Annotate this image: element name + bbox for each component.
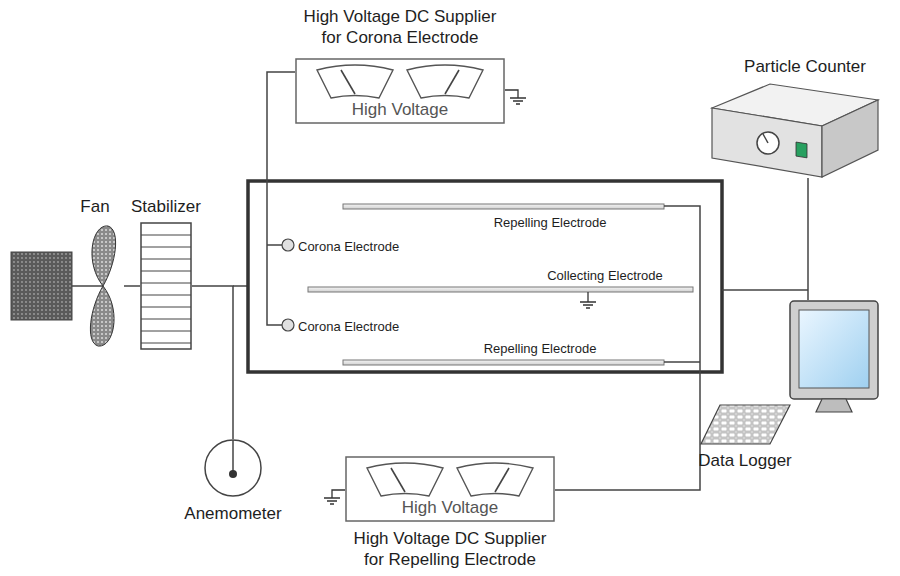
screen	[799, 310, 869, 388]
part-title: High Voltage DC Supplier for Corona Elec…	[301, 6, 500, 49]
vane	[141, 331, 191, 332]
duct-line	[233, 285, 248, 287]
vane	[141, 283, 191, 284]
label-holder: Corona Electrode	[298, 237, 438, 255]
node-art	[140, 222, 192, 350]
vane	[141, 343, 191, 344]
part-title: Stabilizer	[131, 196, 201, 217]
indicator	[796, 142, 807, 158]
supply-box	[296, 59, 504, 123]
vane	[141, 235, 191, 236]
collecting-electrode	[308, 287, 693, 292]
apparatus-node: Fan	[10, 222, 124, 350]
sample-line	[722, 289, 808, 291]
part-title: Data Logger	[698, 450, 792, 471]
node-art	[705, 82, 881, 178]
meter-gauge	[317, 65, 393, 98]
text-holder: High Voltage DC Supplier for Corona Elec…	[299, 6, 502, 49]
meter-needle	[391, 468, 405, 492]
meter-gauge	[407, 65, 483, 98]
anemometer-hub	[229, 470, 237, 478]
meter-needle	[495, 468, 509, 492]
corona-electrode	[282, 239, 294, 251]
apparatus-node: Stabilizer	[140, 222, 192, 350]
text-holder: High Voltage	[295, 99, 505, 120]
supply-box	[346, 457, 554, 521]
apparatus-node: Data Logger	[700, 300, 882, 447]
apparatus-node: High Voltage DC Supplier for Corona Elec…	[295, 58, 505, 124]
meter-gauge	[457, 463, 533, 496]
ground-symbol	[580, 292, 596, 308]
text-holder: Stabilizer	[106, 196, 226, 217]
repelling-electrode	[343, 204, 664, 209]
part-title: Fan	[80, 196, 109, 217]
supply-label: High Voltage	[352, 99, 448, 120]
electrode-label: Repelling Electrode	[484, 341, 597, 357]
apparatus-node: High VoltageHigh Voltage DC Supplier for…	[345, 456, 555, 522]
anemometer-dial	[205, 440, 261, 496]
electrode-label: Collecting Electrode	[547, 268, 663, 284]
part-title: High Voltage DC Supplier for Repelling E…	[347, 528, 554, 571]
meter-needle	[445, 70, 459, 94]
corona-wire	[267, 72, 295, 325]
text-holder: High Voltage	[345, 497, 555, 518]
text-holder: Anemometer	[158, 503, 308, 524]
counter-front	[712, 108, 822, 177]
fan-blade	[92, 226, 116, 286]
text-holder: Data Logger	[690, 450, 800, 471]
label-holder: Repelling Electrode	[470, 213, 630, 231]
part-title: Particle Counter	[744, 56, 866, 77]
connector-line	[192, 286, 233, 439]
text-holder: High Voltage DC Supplier for Repelling E…	[345, 528, 556, 571]
label-holder: Corona Electrode	[298, 317, 438, 335]
ground-symbol	[324, 490, 345, 504]
keyboard	[701, 405, 790, 444]
label-holder: Repelling Electrode	[460, 339, 620, 357]
node-art	[204, 439, 262, 497]
apparatus-node: Particle Counter	[705, 82, 881, 178]
knob	[757, 132, 779, 154]
vane	[141, 307, 191, 308]
repelling-electrode	[343, 360, 664, 365]
monitor-stand	[816, 399, 852, 412]
vane	[141, 271, 191, 272]
chamber-housing	[248, 181, 722, 372]
connector-line	[124, 285, 140, 287]
monitor	[790, 301, 878, 399]
electrode-label: Corona Electrode	[298, 239, 399, 255]
text-holder: Fan	[70, 196, 120, 217]
fan-blade	[90, 286, 114, 346]
vane	[141, 295, 191, 296]
electrode-label: Repelling Electrode	[494, 215, 607, 231]
vane	[141, 247, 191, 248]
supply-label: High Voltage	[402, 497, 498, 518]
connector-line	[807, 178, 809, 300]
fan-shaft	[72, 285, 103, 287]
electrode-label: Corona Electrode	[298, 319, 399, 335]
node-art	[700, 300, 882, 447]
text-holder: Particle Counter	[730, 56, 880, 77]
counter-side	[822, 100, 878, 177]
vane	[141, 319, 191, 320]
vane	[141, 259, 191, 260]
part-title: Anemometer	[184, 503, 281, 524]
anemometer-needle	[232, 440, 234, 474]
meter-gauge	[367, 463, 443, 496]
meter-needle	[341, 70, 355, 94]
apparatus-node: Anemometer	[204, 439, 262, 497]
stabilizer-box	[141, 223, 191, 349]
node-art	[10, 222, 124, 350]
ground-symbol	[505, 90, 526, 104]
label-holder: Collecting Electrode	[520, 266, 690, 284]
filter-block	[11, 252, 72, 320]
knob-mark	[763, 134, 768, 143]
corona-electrode	[282, 319, 294, 331]
